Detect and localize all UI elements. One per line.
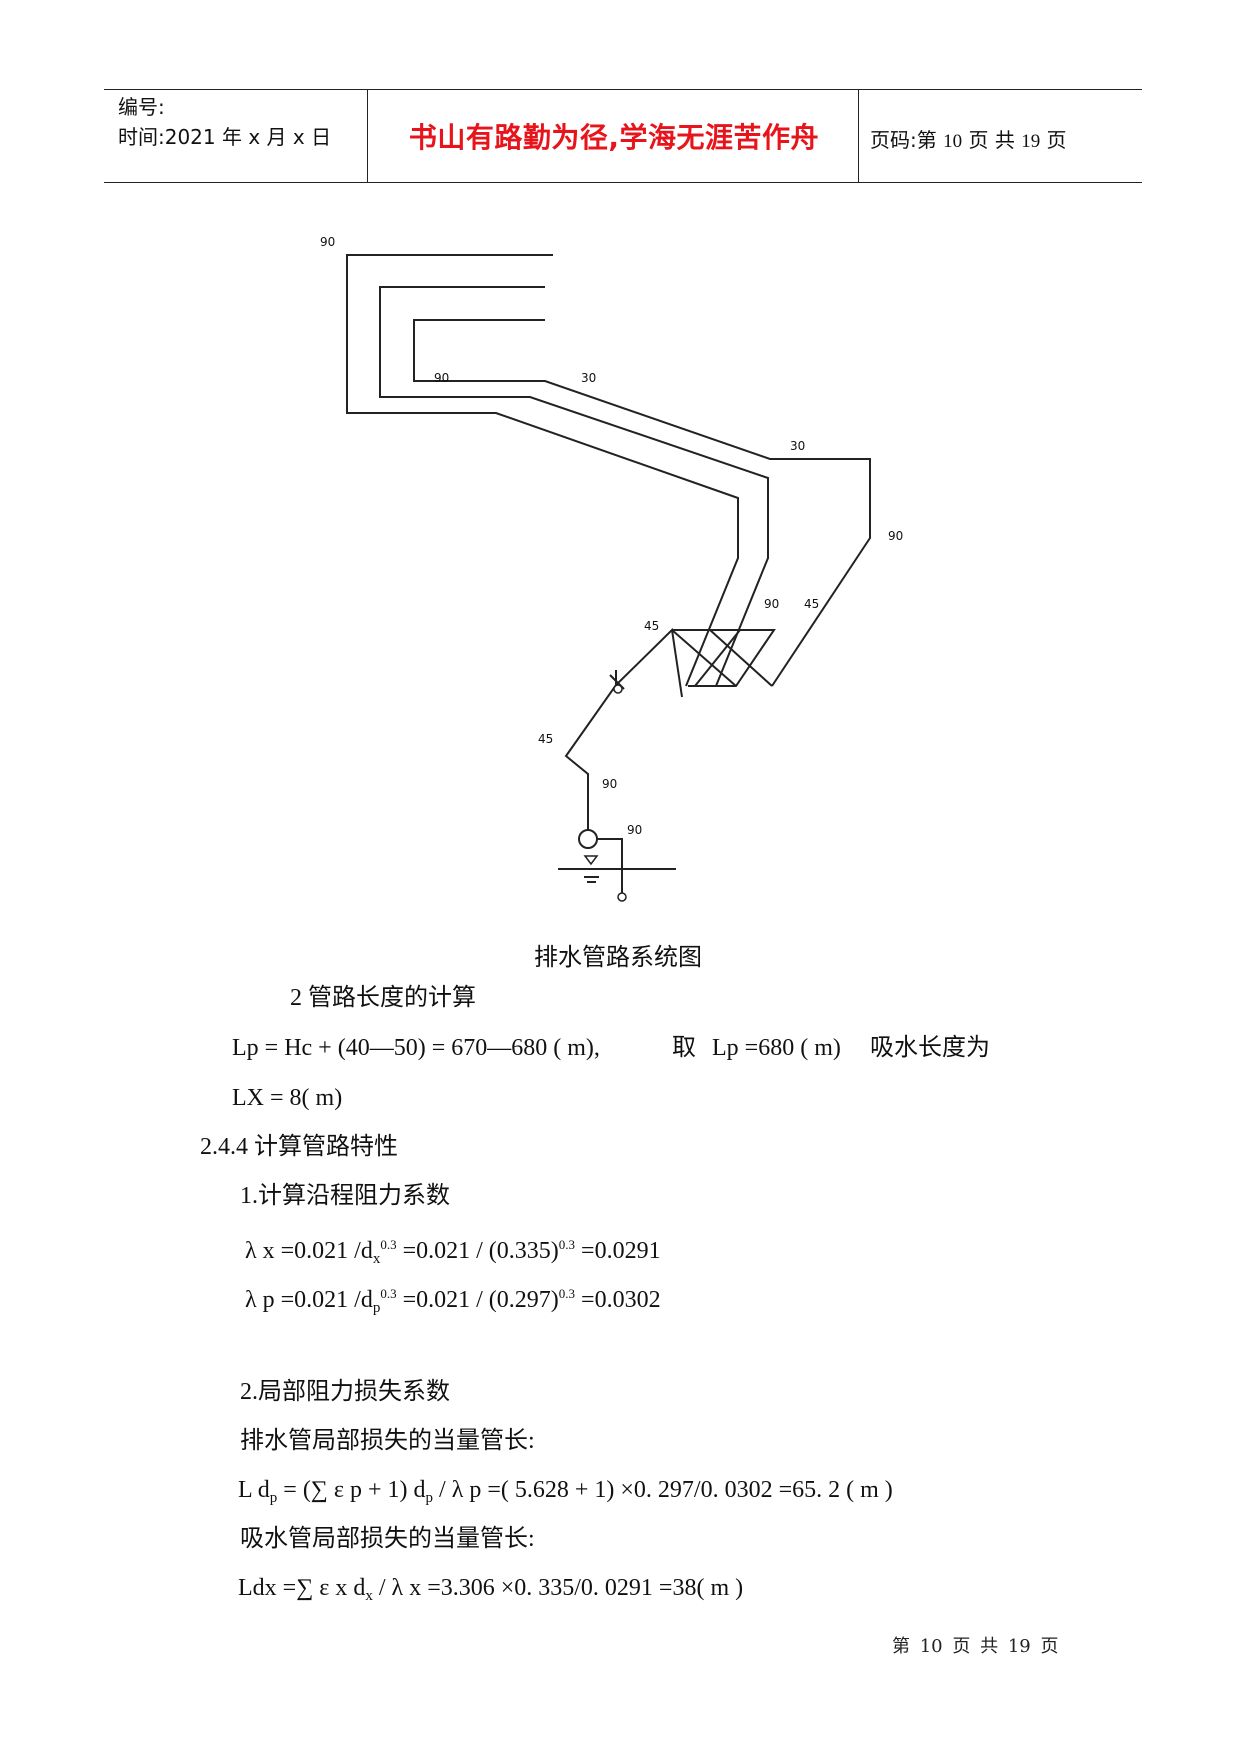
header-page-middle: 页 共: [962, 128, 1022, 152]
pipe-inner: [413, 319, 871, 687]
page-footer: 第 10 页 共 19 页: [892, 1632, 1058, 1658]
header-bottom-rule: [104, 182, 1142, 183]
footer-prefix: 第: [892, 1636, 920, 1657]
local-resistance-heading: 2.局部阻力损失系数: [240, 1379, 450, 1405]
angle-label: 45: [538, 732, 553, 746]
lambda-p-lhs: λ p =0.021 /d: [245, 1287, 373, 1313]
angle-label: 90: [764, 597, 779, 611]
pump-discharge: [564, 627, 683, 829]
header-page-info: 页码:第 10 页 共 19 页: [870, 124, 1067, 153]
lp-take: 取: [672, 1035, 696, 1061]
suction-pipe: [597, 838, 623, 893]
ldp-a: L d: [238, 1477, 270, 1503]
lambda-p-sub: p: [372, 1300, 381, 1316]
diagram-caption: 排水管路系统图: [534, 945, 702, 971]
pipe-outer: [346, 254, 739, 687]
ldx-sub: x: [365, 1588, 373, 1604]
drain-equivalent-length-label: 排水管局部损失的当量管长:: [240, 1428, 535, 1454]
suction-equivalent-length-label: 吸水管局部损失的当量管长:: [240, 1526, 535, 1552]
angle-label: 90: [888, 529, 903, 543]
angle-label: 45: [644, 619, 659, 633]
header-time: 时间:2021 年 x 月 x 日: [118, 125, 332, 149]
strainer-circle: [617, 892, 627, 902]
manifold: [672, 629, 776, 687]
pump-circle: [578, 829, 598, 849]
header-number: 编号:: [118, 95, 165, 119]
ldp-b: = (∑ ε p + 1) d: [277, 1477, 426, 1503]
lx-formula: LX = 8( m): [232, 1085, 343, 1111]
lambda-p-sup: 0.3: [380, 1286, 397, 1301]
lambda-x-sup: 0.3: [380, 1237, 397, 1252]
angle-label: 30: [581, 371, 596, 385]
header-meta: 编号: 时间:2021 年 x 月 x 日: [118, 92, 331, 152]
lambda-x-sup2: 0.3: [558, 1237, 576, 1252]
lambda-p-mid: =0.021 / (0.297): [396, 1287, 559, 1313]
footer-suffix: 页: [1030, 1636, 1059, 1657]
angle-label: 30: [790, 439, 805, 453]
lambda-p-result: =0.0302: [575, 1287, 661, 1313]
pipe-middle: [379, 286, 769, 687]
ldp-formula: L dp = (∑ ε p + 1) dp / λ p =( 5.628 + 1…: [238, 1475, 893, 1513]
ldp-c: / λ p =( 5.628 + 1) ×0. 297/0. 0302 =65.…: [433, 1477, 893, 1503]
footer-current: 10: [919, 1636, 943, 1657]
header-top-rule: [104, 89, 1142, 90]
header-motto: 书山有路勤为径,学海无涯苦作舟: [408, 121, 820, 154]
angle-label: 90: [320, 235, 335, 249]
angle-label: 90: [434, 371, 449, 385]
angle-label: 90: [627, 823, 642, 837]
suction-length-intro: 吸水长度为: [870, 1035, 990, 1061]
section-244-heading: 2.4.4 计算管路特性: [200, 1134, 398, 1160]
lambda-x-formula: λ x =0.021 /dx0.3 =0.021 / (0.335)0.3 =0…: [245, 1230, 661, 1274]
lp-value: Lp =680 ( m): [712, 1035, 841, 1061]
lambda-x-result: =0.0291: [575, 1238, 661, 1264]
lambda-p-sup2: 0.3: [558, 1286, 576, 1301]
manifold-tie-b: [709, 629, 773, 687]
lp-formula: Lp = Hc + (40—50) = 670—680 ( m),: [232, 1035, 600, 1061]
lambda-x-sub: x: [372, 1251, 381, 1267]
header-divider-left: [367, 89, 368, 183]
header-divider-right: [858, 89, 859, 183]
ldp-sub1: p: [269, 1490, 278, 1506]
ldp-sub2: p: [425, 1490, 434, 1506]
friction-coefficient-heading: 1.计算沿程阻力系数: [240, 1183, 450, 1209]
lambda-x-mid: =0.021 / (0.335): [396, 1238, 559, 1264]
manifold-tie-a: [671, 629, 737, 687]
ldx-b: / λ x =3.306 ×0. 335/0. 0291 =38( m ): [372, 1575, 744, 1601]
drainage-pipeline-diagram: 90 90 30 30 90 90 45 45 45 90 90: [320, 235, 903, 902]
lambda-p-formula: λ p =0.021 /dp0.3 =0.021 / (0.297)0.3 =0…: [245, 1279, 661, 1323]
ldx-a: Ldx =∑ ε x d: [238, 1575, 366, 1601]
angle-label: 90: [602, 777, 617, 791]
lambda-x-lhs: λ x =0.021 /d: [245, 1238, 373, 1264]
section-pipe-length-heading: 2 管路长度的计算: [290, 985, 476, 1011]
manifold-tie-c: [694, 629, 741, 687]
footer-middle: 页 共: [942, 1636, 1008, 1657]
header-page-prefix: 页码:第: [870, 128, 944, 152]
water-level-triangle: [583, 855, 599, 866]
header-page-suffix: 页: [1040, 128, 1067, 152]
header-page-total: 19: [1021, 131, 1041, 152]
footer-total: 19: [1007, 1636, 1031, 1657]
angle-label: 45: [804, 597, 819, 611]
ldx-formula: Ldx =∑ ε x dx / λ x =3.306 ×0. 335/0. 02…: [238, 1573, 743, 1611]
header-page-current: 10: [943, 131, 963, 152]
valve-circle: [613, 684, 623, 694]
